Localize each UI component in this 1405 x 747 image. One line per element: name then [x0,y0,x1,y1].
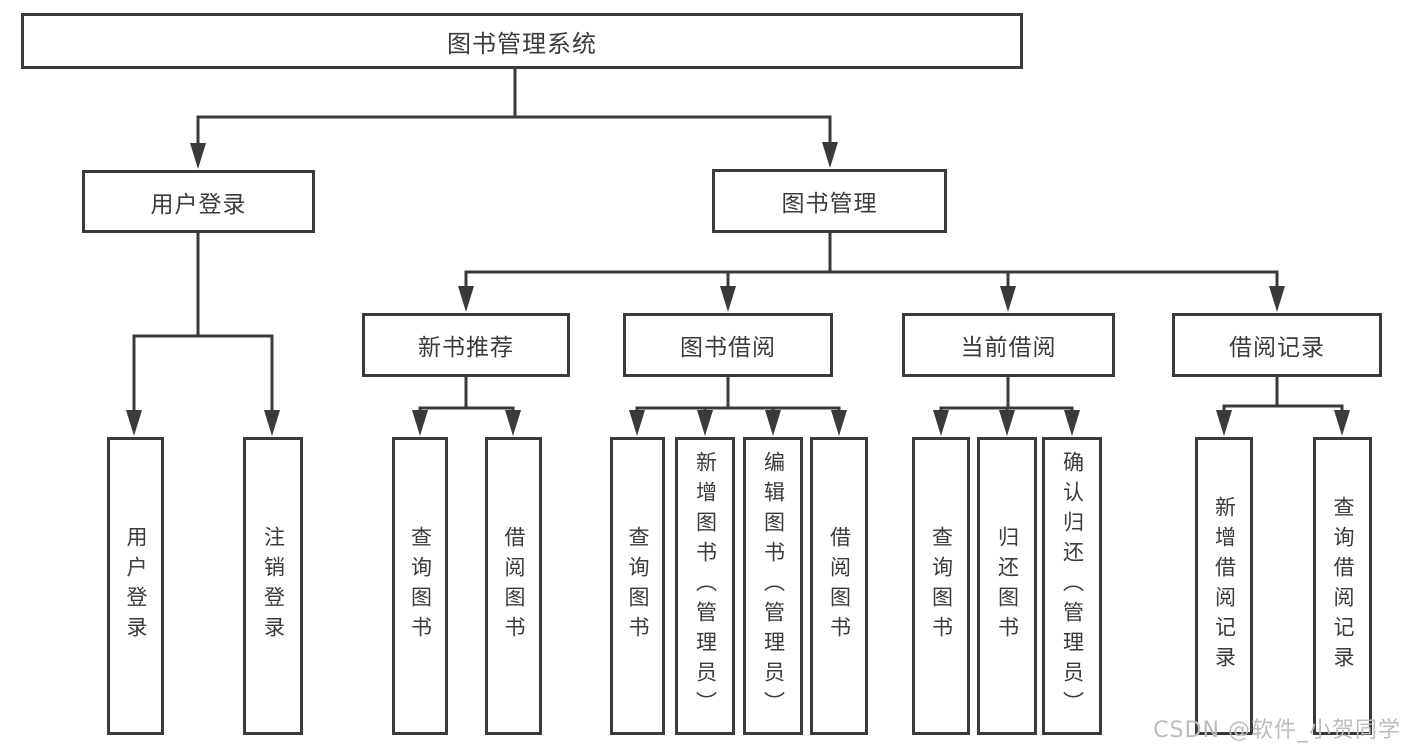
node-current-borrowing: 当前借阅 [902,313,1115,377]
node-label: 查询图书 [929,526,954,646]
node-label: 图书管理 [781,191,878,217]
node-label: 确认归还（管理员） [1060,451,1085,721]
node-label: 编辑图书（管理员） [761,451,786,721]
leaf-query-books-recommend: 查询图书 [392,437,448,735]
node-label: 借阅记录 [1229,335,1325,361]
leaf-user-login-action: 用户登录 [107,437,164,735]
node-label: 注销登录 [261,526,286,646]
node-label: 查询图书 [626,526,650,646]
leaf-query-books-current: 查询图书 [912,437,970,735]
node-label: 当前借阅 [960,335,1057,361]
node-label: 查询借阅记录 [1331,496,1355,676]
node-label: 用户登录 [124,526,148,646]
csdn-watermark: CSDN @软件_小贺同学 [1153,718,1401,743]
leaf-add-borrowing-record: 新增借阅记录 [1195,437,1253,735]
node-new-book-recommendation: 新书推荐 [362,313,570,377]
leaf-confirm-return-admin: 确认归还（管理员） [1042,437,1102,735]
leaf-borrow-books-borrowing: 借阅图书 [810,437,868,735]
leaf-return-books: 归还图书 [977,437,1037,735]
node-label: 新书推荐 [418,335,514,361]
node-book-borrowing: 图书借阅 [623,313,833,377]
leaf-edit-books-admin: 编辑图书（管理员） [743,437,803,735]
node-library-management-system: 图书管理系统 [21,13,1023,69]
node-user-login: 用户登录 [82,170,315,233]
node-label: 借阅图书 [827,526,852,646]
node-borrowing-records: 借阅记录 [1172,313,1382,377]
node-label: 新增借阅记录 [1212,496,1237,676]
node-label: 借阅图书 [502,526,526,646]
node-label: 新增图书（管理员） [693,451,718,721]
leaf-query-borrowing-record: 查询借阅记录 [1313,437,1372,735]
node-label: 查询图书 [408,526,433,646]
node-label: 用户登录 [150,191,247,218]
leaf-borrow-books-recommend: 借阅图书 [485,437,542,735]
node-label: 图书管理系统 [447,29,597,58]
node-label: 归还图书 [995,526,1020,646]
leaf-logout-action: 注销登录 [243,437,303,735]
leaf-query-books-borrowing: 查询图书 [610,437,665,735]
leaf-add-books-admin: 新增图书（管理员） [675,437,735,735]
node-label: 图书借阅 [680,335,776,361]
node-book-management: 图书管理 [712,169,947,233]
